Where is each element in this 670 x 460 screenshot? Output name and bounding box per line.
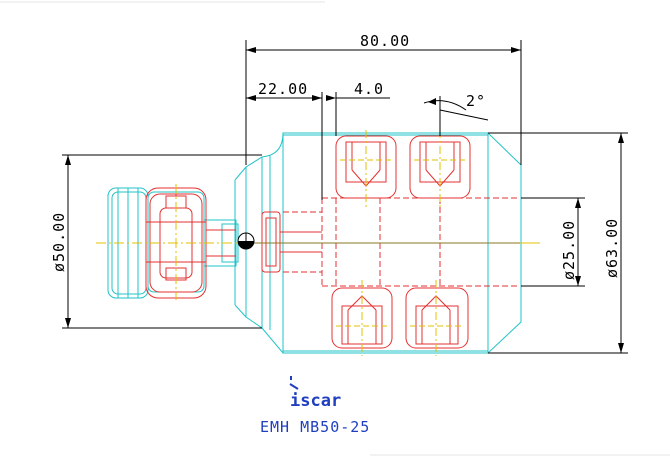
bore-hidden-lines <box>283 197 520 287</box>
dim-overall-length: 80.00 <box>360 32 410 50</box>
dim-shank-diameter: ø50.00 <box>50 212 68 272</box>
dim-shank-length: 22.00 <box>258 80 308 98</box>
dimension-angle <box>423 96 489 136</box>
centerlines <box>96 130 540 356</box>
brand-logo: iscar <box>289 376 341 411</box>
dimension-63 <box>488 132 628 354</box>
dimension-25 <box>521 197 585 287</box>
dimension-22 <box>246 92 323 200</box>
model-designation: EMH MB50-25 <box>260 418 370 436</box>
dim-body-diameter: ø63.00 <box>603 218 621 278</box>
brand-logo-text: iscar <box>290 391 341 411</box>
dim-bore-diameter: ø25.00 <box>560 220 578 280</box>
dimension-4 <box>326 92 390 136</box>
dim-pocket-width: 4.0 <box>354 80 384 98</box>
screw-hidden <box>261 211 322 273</box>
dimension-80 <box>245 40 522 165</box>
dimension-50 <box>62 154 262 329</box>
insert-pockets-hidden <box>331 135 471 349</box>
dim-angle: 2° <box>466 92 486 110</box>
gauge-ball-icon <box>237 232 255 250</box>
